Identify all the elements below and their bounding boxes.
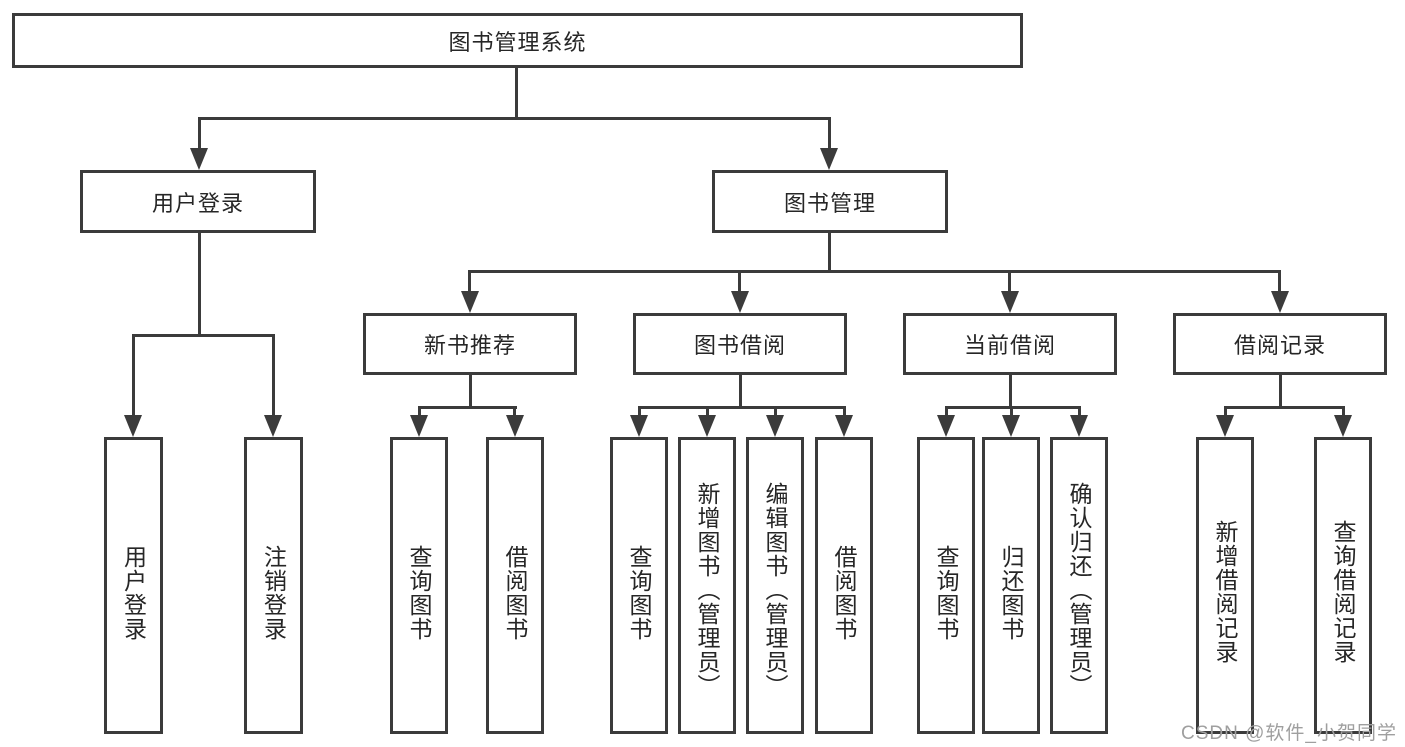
connector-line — [945, 406, 948, 417]
connector-line — [198, 117, 201, 151]
node-current-borrow-label: 当前借阅 — [963, 333, 1056, 358]
arrow-down-icon — [1001, 291, 1019, 313]
arrow-down-icon — [506, 415, 524, 437]
connector-line — [1278, 270, 1281, 293]
connector-line — [513, 406, 516, 417]
arrow-down-icon — [698, 415, 716, 437]
connector-line — [468, 270, 1281, 273]
leaf-confirm-return-admin-label: 确认归还（管理员） — [1066, 481, 1092, 698]
leaf-borrow-books-recommend-label: 借阅图书 — [502, 545, 528, 641]
connector-line — [739, 375, 742, 409]
arrow-down-icon — [410, 415, 428, 437]
node-root-label: 图书管理系统 — [448, 29, 587, 55]
leaf-logout-label: 注销登录 — [260, 545, 287, 641]
leaf-query-books-borrow-label: 查询图书 — [626, 545, 652, 641]
connector-line — [1342, 406, 1345, 417]
connector-line — [1010, 406, 1013, 417]
connector-line — [738, 270, 741, 293]
leaf-user-login: 用户登录 — [104, 437, 163, 734]
connector-line — [132, 334, 275, 337]
arrow-down-icon — [1334, 415, 1352, 437]
leaf-borrow-books: 借阅图书 — [815, 437, 873, 734]
node-book-borrow-label: 图书借阅 — [693, 333, 786, 358]
arrow-down-icon — [630, 415, 648, 437]
node-borrow-records-label: 借阅记录 — [1233, 333, 1326, 358]
leaf-confirm-return-admin: 确认归还（管理员） — [1050, 437, 1108, 734]
leaf-query-books-current: 查询图书 — [917, 437, 975, 734]
connector-line — [515, 65, 518, 120]
arrow-down-icon — [731, 291, 749, 313]
leaf-query-books-recommend: 查询图书 — [390, 437, 448, 734]
node-borrow-records: 借阅记录 — [1173, 313, 1387, 375]
arrow-down-icon — [124, 415, 142, 437]
leaf-user-login-label: 用户登录 — [120, 545, 147, 641]
leaf-query-borrow-record: 查询借阅记录 — [1314, 437, 1372, 734]
connector-line — [1279, 375, 1282, 409]
leaf-borrow-books-recommend: 借阅图书 — [486, 437, 544, 734]
connector-line — [1009, 375, 1012, 409]
connector-line — [774, 406, 777, 417]
arrow-down-icon — [1271, 291, 1289, 313]
connector-line — [1224, 406, 1227, 417]
connector-line — [418, 406, 421, 417]
connector-line — [198, 233, 201, 337]
node-book-management: 图书管理 — [712, 170, 948, 233]
leaf-add-book-admin: 新增图书（管理员） — [678, 437, 736, 734]
leaf-add-borrow-record-label: 新增借阅记录 — [1212, 519, 1238, 664]
arrow-down-icon — [461, 291, 479, 313]
connector-line — [1008, 270, 1011, 293]
connector-line — [945, 406, 1081, 409]
leaf-return-book: 归还图书 — [982, 437, 1040, 734]
leaf-query-books-borrow: 查询图书 — [610, 437, 668, 734]
arrow-down-icon — [835, 415, 853, 437]
leaf-query-books-recommend-label: 查询图书 — [406, 545, 432, 641]
leaf-add-book-admin-label: 新增图书（管理员） — [694, 481, 720, 698]
connector-line — [1224, 406, 1345, 409]
connector-line — [272, 334, 275, 417]
connector-line — [469, 375, 472, 409]
leaf-edit-book-admin: 编辑图书（管理员） — [746, 437, 804, 734]
connector-line — [828, 233, 831, 273]
arrow-down-icon — [766, 415, 784, 437]
leaf-borrow-books-label: 借阅图书 — [831, 545, 857, 641]
leaf-query-books-current-label: 查询图书 — [933, 545, 959, 641]
connector-line — [1078, 406, 1081, 417]
node-new-book-recommend: 新书推荐 — [363, 313, 577, 375]
connector-line — [638, 406, 641, 417]
leaf-query-borrow-record-label: 查询借阅记录 — [1330, 519, 1356, 664]
arrow-down-icon — [264, 415, 282, 437]
node-user-login-label: 用户登录 — [151, 190, 244, 216]
node-current-borrow: 当前借阅 — [903, 313, 1117, 375]
node-book-management-label: 图书管理 — [783, 190, 876, 216]
node-book-borrow: 图书借阅 — [633, 313, 847, 375]
connector-line — [828, 117, 831, 151]
node-new-book-recommend-label: 新书推荐 — [423, 333, 516, 358]
connector-line — [843, 406, 846, 417]
leaf-logout: 注销登录 — [244, 437, 303, 734]
arrow-down-icon — [820, 148, 838, 170]
arrow-down-icon — [1070, 415, 1088, 437]
arrow-down-icon — [1002, 415, 1020, 437]
leaf-return-book-label: 归还图书 — [998, 545, 1024, 641]
leaf-edit-book-admin-label: 编辑图书（管理员） — [762, 481, 788, 698]
node-root: 图书管理系统 — [12, 13, 1023, 68]
connector-line — [418, 406, 517, 409]
connector-line — [132, 334, 135, 417]
arrow-down-icon — [1216, 415, 1234, 437]
arrow-down-icon — [190, 148, 208, 170]
connector-line — [638, 406, 846, 409]
leaf-add-borrow-record: 新增借阅记录 — [1196, 437, 1254, 734]
connector-line — [198, 117, 831, 120]
node-user-login: 用户登录 — [80, 170, 316, 233]
csdn-watermark: CSDN @软件_小贺同学 — [1181, 723, 1397, 744]
arrow-down-icon — [937, 415, 955, 437]
connector-line — [468, 270, 471, 293]
connector-line — [706, 406, 709, 417]
